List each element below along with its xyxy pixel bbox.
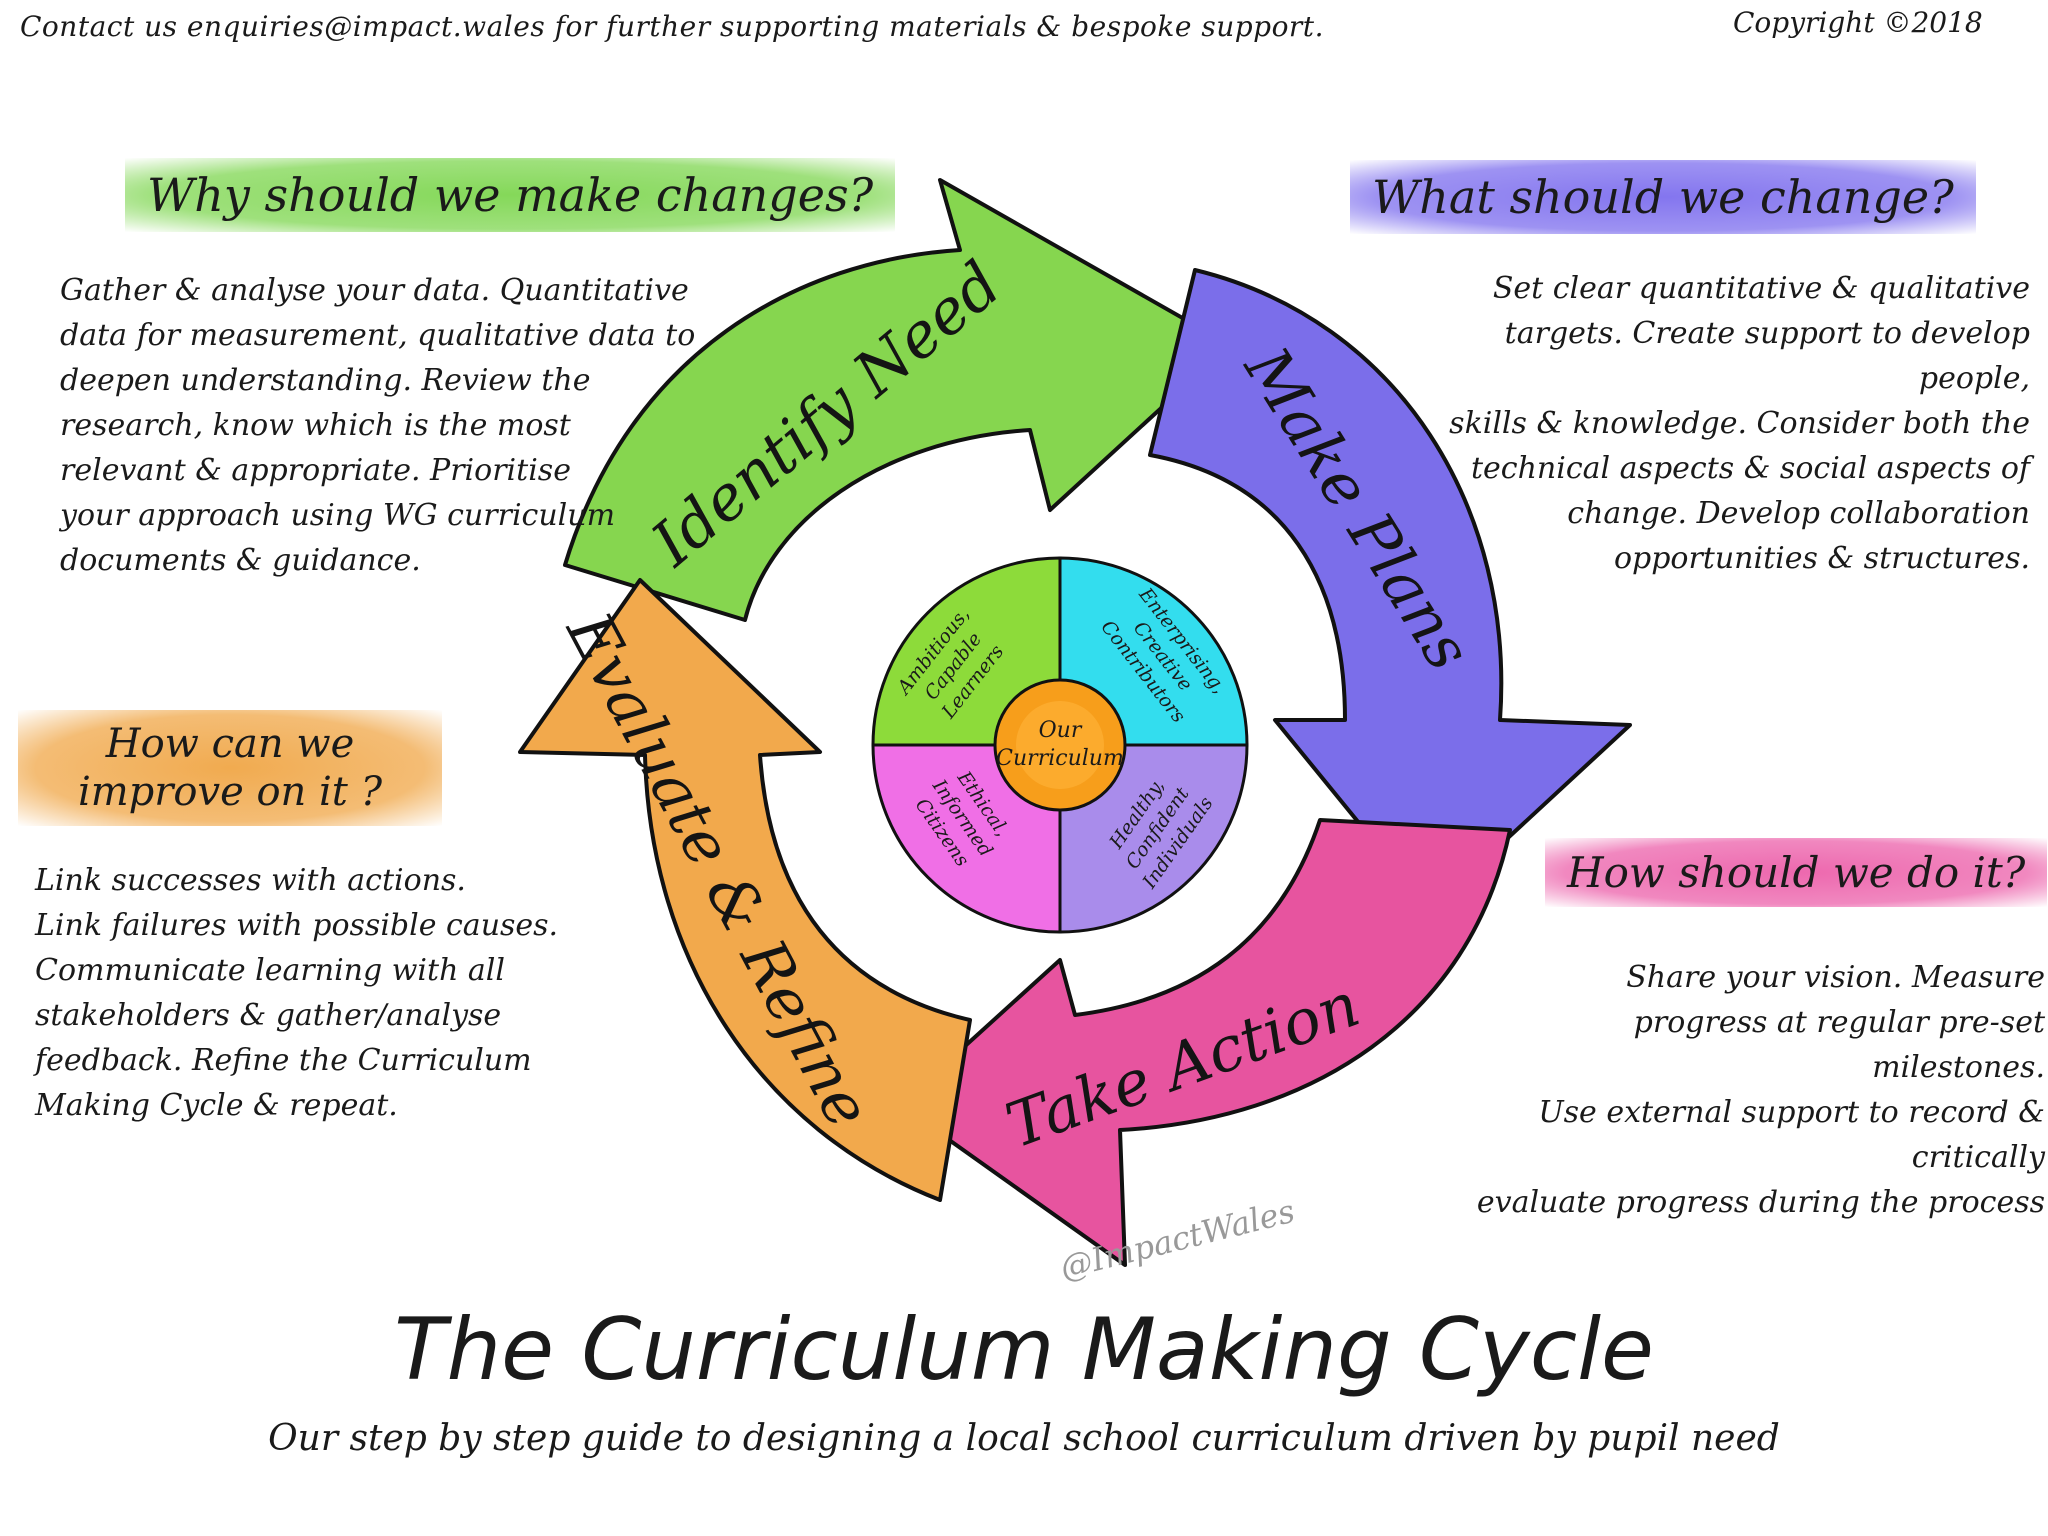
arrow-take-action bbox=[898, 818, 1512, 1267]
center-label-line1: Our bbox=[1039, 718, 1083, 743]
question-how: How should we do it? bbox=[1545, 838, 2048, 907]
arrow-identify-need bbox=[563, 178, 1232, 622]
center-label-line2: Curriculum bbox=[996, 746, 1124, 771]
arrow-evaluate-refine bbox=[518, 578, 972, 1202]
text-make-plans: Set clear quantitative & qualitative tar… bbox=[1449, 271, 2030, 576]
page-subtitle: Our step by step guide to designing a lo… bbox=[268, 1418, 1780, 1459]
contact-line: Contact us enquiries@impact.wales for fu… bbox=[20, 10, 1324, 43]
text-take-action: Share your vision. Measure progress at r… bbox=[1476, 960, 2045, 1220]
text-evaluate-refine: Link successes with actions. Link failur… bbox=[35, 863, 559, 1123]
question-why: Why should we make changes? bbox=[125, 158, 896, 232]
curriculum-wheel: Ambitious, Capable Learners Enterprising… bbox=[871, 556, 1249, 934]
text-identify-need: Gather & analyse your data. Quantitative… bbox=[60, 273, 696, 578]
page-title: The Curriculum Making Cycle bbox=[394, 1300, 1654, 1400]
arrow-make-plans bbox=[1148, 268, 1632, 912]
question-what: What should we change? bbox=[1350, 160, 1976, 234]
copyright-notice: Copyright ©2018 bbox=[1733, 6, 1983, 39]
question-improve: How can we improve on it ? bbox=[18, 710, 442, 826]
